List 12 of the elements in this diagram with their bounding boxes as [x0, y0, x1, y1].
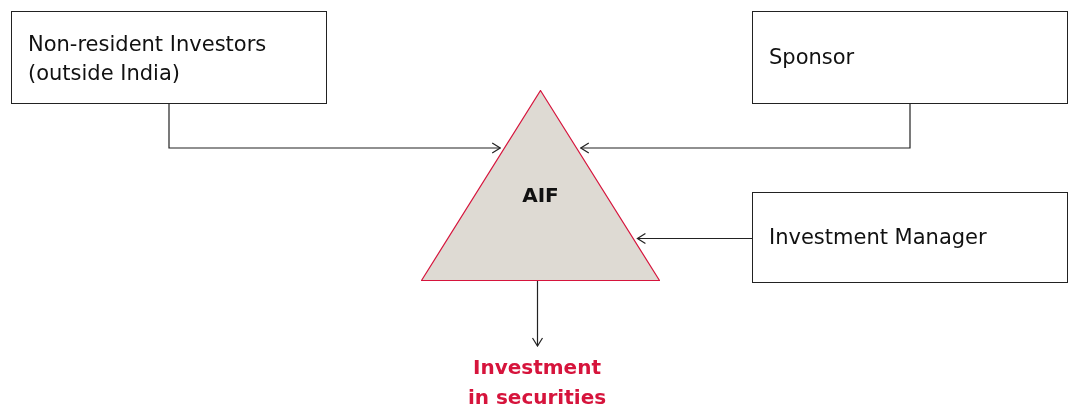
outcome-label: Investment in securities: [466, 354, 608, 411]
entity-label: Investment Manager: [769, 223, 987, 251]
arrow: [168, 103, 501, 154]
entity-label: Sponsor: [769, 43, 855, 71]
entity-box: [752, 11, 1068, 104]
arrow: [580, 103, 911, 154]
node-label: AIF: [522, 183, 559, 207]
entity-label: Non-resident Investors (outside India): [28, 31, 268, 88]
arrow: [531, 280, 544, 347]
entity-box: [11, 11, 327, 104]
arrow: [636, 232, 753, 245]
entity-box: [752, 192, 1068, 283]
